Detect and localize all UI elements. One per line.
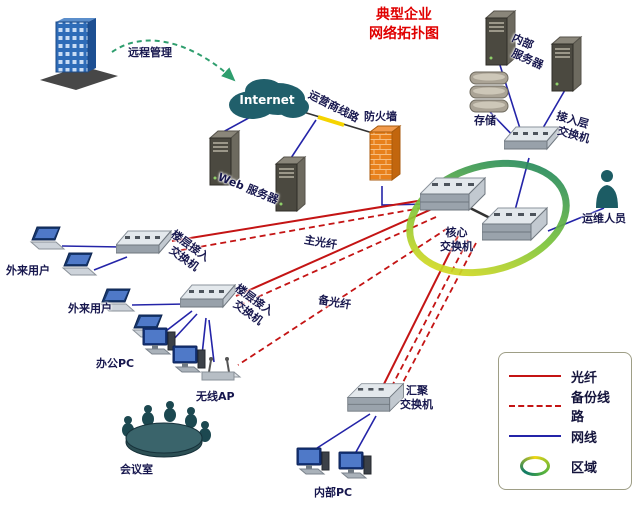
firewall-icon bbox=[362, 124, 402, 192]
ops-person-icon bbox=[592, 168, 622, 214]
guest-user-label-2: 外来用户 bbox=[68, 302, 112, 315]
legend-backup-label: 备份线路 bbox=[571, 391, 611, 425]
guest-laptop-icon-3 bbox=[98, 288, 136, 320]
title-line2: 网络拓扑图 bbox=[369, 25, 439, 42]
internal-server-icon-1 bbox=[482, 8, 518, 70]
fiber-line-sample bbox=[509, 375, 561, 377]
agg-switch-icon bbox=[346, 382, 406, 422]
internal-pc-label: 内部PC bbox=[314, 486, 353, 499]
meeting-room-icon bbox=[112, 396, 216, 472]
office-pc-icon-1 bbox=[140, 326, 176, 362]
internal-server-icon-2 bbox=[548, 34, 584, 96]
legend-fiber-label: 光纤 bbox=[571, 370, 598, 386]
internet-label: Internet bbox=[239, 93, 294, 107]
legend: 光纤 备份线路 网线 区域 bbox=[498, 352, 632, 490]
internal-pc-icon-2 bbox=[336, 450, 372, 486]
storage-icon bbox=[466, 70, 512, 120]
legend-item-zone: 区域 bbox=[509, 451, 621, 481]
zone-ring-sample bbox=[520, 456, 550, 476]
guest-user-label-1: 外来用户 bbox=[6, 264, 50, 277]
floor-switch-icon-2 bbox=[178, 283, 237, 318]
web-server-icon-1 bbox=[206, 128, 242, 190]
legend-cable-label: 网线 bbox=[571, 430, 598, 446]
access-switch-icon bbox=[502, 125, 561, 160]
meeting-room-label: 会议室 bbox=[120, 463, 153, 476]
carrier-line-highlight bbox=[317, 115, 345, 127]
fiber-lines bbox=[171, 198, 459, 385]
internal-pc-icon-1 bbox=[294, 446, 330, 482]
remote-mgmt-label: 远程管理 bbox=[128, 46, 172, 59]
diagram-title: 典型企业 网络拓扑图 bbox=[352, 6, 456, 44]
office-pc-label: 办公PC bbox=[96, 357, 135, 370]
legend-item-cable: 网线 bbox=[509, 421, 621, 451]
storage-label: 存储 bbox=[474, 114, 496, 127]
title-line1: 典型企业 bbox=[376, 7, 432, 23]
legend-item-backup: 备份线路 bbox=[509, 391, 621, 425]
internet-cloud-icon: Internet bbox=[222, 76, 312, 128]
building-icon bbox=[36, 10, 122, 100]
cable-line-sample bbox=[509, 435, 561, 437]
core-zone-ring bbox=[406, 159, 570, 277]
firewall-label: 防火墙 bbox=[364, 110, 397, 123]
office-pc-icon-2 bbox=[170, 344, 206, 380]
legend-item-fiber: 光纤 bbox=[509, 361, 621, 391]
web-server-icon-2 bbox=[272, 154, 308, 216]
agg-switch-label: 汇聚 交换机 bbox=[400, 384, 433, 411]
backup-line-sample bbox=[509, 405, 561, 407]
wireless-ap-icon bbox=[196, 356, 242, 388]
floor-switch-icon-1 bbox=[114, 229, 173, 264]
core-switch-icon-1 bbox=[418, 176, 487, 222]
legend-zone-label: 区域 bbox=[571, 460, 598, 476]
wireless-ap-label: 无线AP bbox=[196, 390, 235, 403]
guest-laptop-icon-2 bbox=[60, 252, 98, 284]
core-switch-icon-2 bbox=[480, 206, 549, 252]
core-switch-label: 核心 交换机 bbox=[440, 226, 473, 253]
ops-staff-label: 运维人员 bbox=[582, 212, 626, 225]
guest-laptop-icon-1 bbox=[28, 226, 66, 258]
remote-management-link bbox=[111, 39, 236, 82]
